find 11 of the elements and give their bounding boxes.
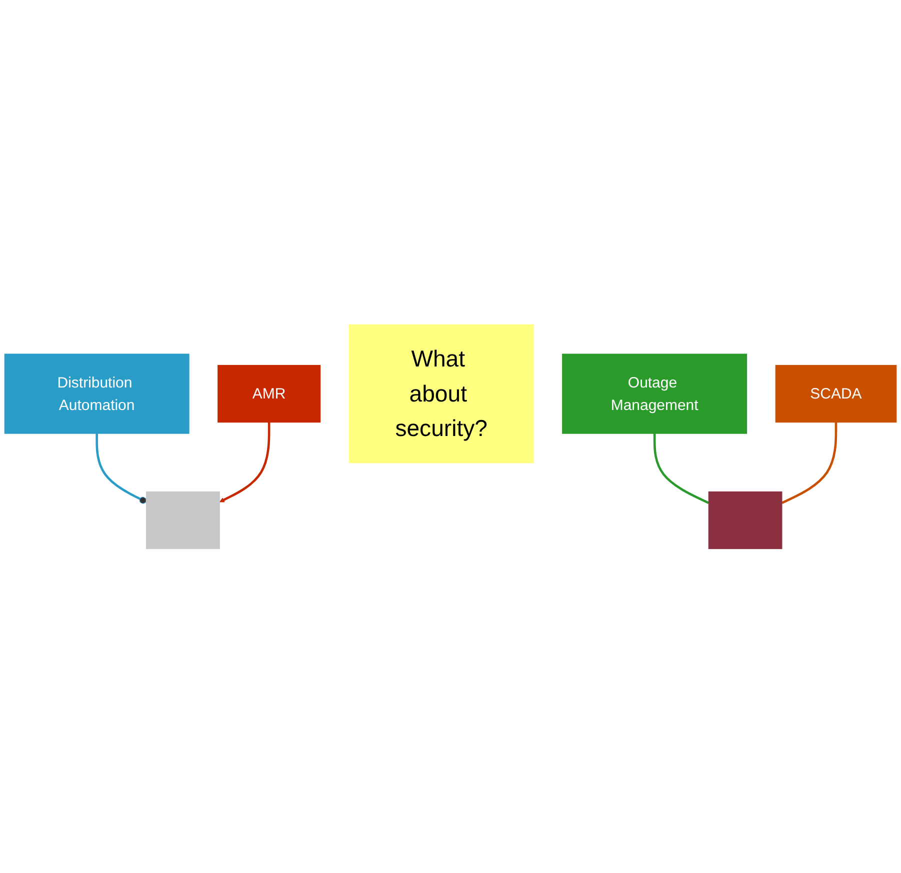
node-box: Distribution Automation xyxy=(4,354,190,434)
connector xyxy=(653,433,710,504)
node-box xyxy=(146,491,220,549)
arrow xyxy=(219,422,270,502)
node-box: What about security? xyxy=(348,324,534,463)
node-box: SCADA xyxy=(775,364,897,422)
node-box: AMR xyxy=(218,364,321,422)
connector xyxy=(781,422,838,504)
connector xyxy=(96,433,147,504)
node-box xyxy=(708,491,782,549)
node-box: Outage Management xyxy=(562,354,748,434)
